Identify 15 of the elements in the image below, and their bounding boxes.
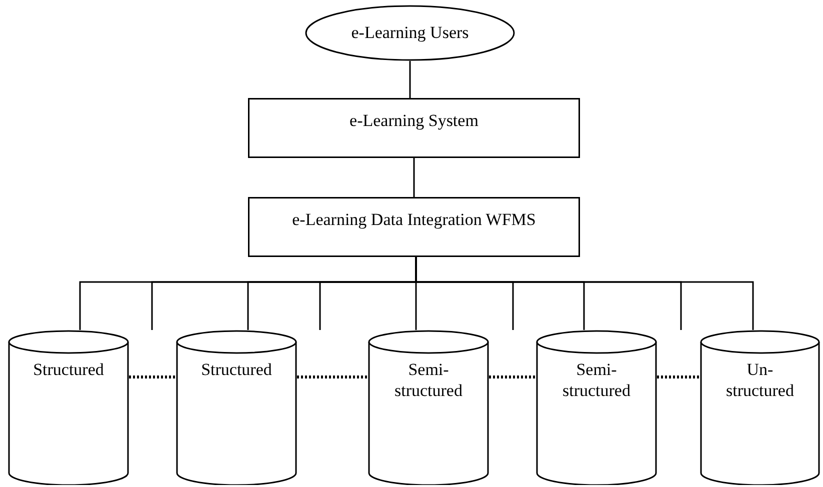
node-label: Semi-structured xyxy=(394,359,464,402)
connector-line xyxy=(409,61,411,98)
node-label: Structured xyxy=(201,359,272,380)
node-label: Semi-structured xyxy=(562,359,632,402)
node-label: e-Learning System xyxy=(350,110,478,132)
dotted-connector xyxy=(129,376,176,378)
node-label: Structured xyxy=(33,359,104,380)
node-label: e-Learning Data Integration WFMS xyxy=(292,209,536,230)
dotted-connector xyxy=(489,376,536,378)
connector-line xyxy=(413,158,415,197)
node-label: e-Learning Users xyxy=(351,22,469,44)
node-label: Un-structured xyxy=(725,359,795,402)
dotted-connector xyxy=(657,376,700,378)
dotted-connector xyxy=(297,376,368,378)
connector-line xyxy=(415,257,682,330)
